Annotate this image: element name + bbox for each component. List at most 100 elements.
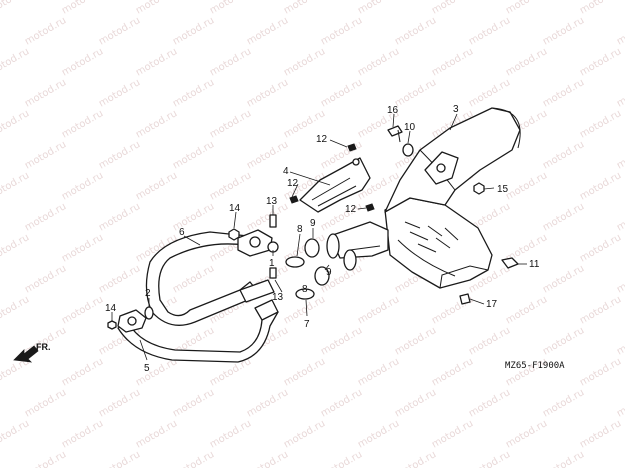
callout-7: 7 bbox=[304, 319, 310, 330]
watermark-text-57: motod.ru bbox=[208, 170, 253, 202]
watermark-text-114: motod.ru bbox=[430, 356, 475, 388]
callout-10: 10 bbox=[404, 122, 416, 133]
leader-lines bbox=[111, 113, 527, 361]
watermark-text-139: motod.ru bbox=[319, 449, 364, 468]
watermark-text-15: motod.ru bbox=[467, 15, 512, 47]
bolt-12-low bbox=[365, 203, 375, 212]
watermark-text-89: motod.ru bbox=[615, 263, 625, 295]
watermark-text-80: motod.ru bbox=[578, 232, 623, 264]
watermark-text-46: motod.ru bbox=[97, 139, 142, 171]
exhaust-pipe-assembly bbox=[117, 229, 279, 363]
watermark-text-134: motod.ru bbox=[578, 418, 623, 450]
watermark-text-53: motod.ru bbox=[615, 139, 625, 171]
watermark-text-138: motod.ru bbox=[245, 449, 290, 468]
watermark-text-116: motod.ru bbox=[578, 356, 623, 388]
watermark-text-88: motod.ru bbox=[541, 263, 586, 295]
watermark-text-70: motod.ru bbox=[541, 201, 586, 233]
callout-3: 3 bbox=[453, 104, 459, 115]
watermark-text-137: motod.ru bbox=[171, 449, 216, 468]
callout-17: 17 bbox=[486, 299, 498, 310]
watermark-text-98: motod.ru bbox=[578, 294, 623, 326]
callout-12-low: 12 bbox=[345, 204, 357, 215]
watermark-text-82: motod.ru bbox=[97, 263, 142, 295]
watermark-text-14: motod.ru bbox=[393, 15, 438, 47]
watermark-text-17: motod.ru bbox=[615, 15, 625, 47]
muffler bbox=[326, 107, 521, 289]
watermark-text-28: motod.ru bbox=[97, 77, 142, 109]
callout-13-upper: 13 bbox=[266, 196, 278, 207]
watermark-text-20: motod.ru bbox=[134, 46, 179, 78]
nut-15 bbox=[473, 182, 485, 195]
callout-6: 6 bbox=[179, 227, 185, 238]
watermark-text-140: motod.ru bbox=[393, 449, 438, 468]
watermark-text-55: motod.ru bbox=[60, 170, 105, 202]
watermark-text-73: motod.ru bbox=[60, 232, 105, 264]
watermark-text-81: motod.ru bbox=[23, 263, 68, 295]
watermark-text-135: motod.ru bbox=[23, 449, 68, 468]
watermark-text-8: motod.ru bbox=[578, 0, 623, 17]
watermark-text-33: motod.ru bbox=[467, 77, 512, 109]
watermark-text-19: motod.ru bbox=[60, 46, 105, 78]
callout-1: 1 bbox=[269, 258, 275, 269]
callout-12-mid: 12 bbox=[287, 178, 299, 189]
watermark-text-29: motod.ru bbox=[171, 77, 216, 109]
watermark-text-7: motod.ru bbox=[504, 0, 549, 17]
watermark-text-110: motod.ru bbox=[134, 356, 179, 388]
watermark-text-103: motod.ru bbox=[319, 325, 364, 357]
watermark-text-120: motod.ru bbox=[245, 387, 290, 419]
watermark-text-113: motod.ru bbox=[356, 356, 401, 388]
front-arrow-icon bbox=[13, 345, 39, 363]
watermark-text-131: motod.ru bbox=[356, 418, 401, 450]
watermark-text-61: motod.ru bbox=[504, 170, 549, 202]
watermark-text-10: motod.ru bbox=[97, 15, 142, 47]
clamp-8-lower bbox=[295, 288, 315, 300]
watermark-text-142: motod.ru bbox=[541, 449, 586, 468]
callout-9-lower: 9 bbox=[326, 267, 332, 278]
watermark-text-32: motod.ru bbox=[393, 77, 438, 109]
callout-15: 15 bbox=[497, 184, 509, 195]
callout-4: 4 bbox=[283, 166, 289, 177]
watermark-text-21: motod.ru bbox=[208, 46, 253, 78]
watermark-text-127: motod.ru bbox=[60, 418, 105, 450]
heat-protector bbox=[299, 157, 371, 213]
watermark-text-30: motod.ru bbox=[245, 77, 290, 109]
watermark-text-47: motod.ru bbox=[171, 139, 216, 171]
bolt-16 bbox=[387, 125, 403, 137]
watermark-text-83: motod.ru bbox=[171, 263, 216, 295]
callout-12-top: 12 bbox=[316, 134, 328, 145]
watermark-text-11: motod.ru bbox=[171, 15, 216, 47]
callout-14-upper: 14 bbox=[229, 203, 241, 214]
watermark-text-106: motod.ru bbox=[541, 325, 586, 357]
watermark-text-35: motod.ru bbox=[615, 77, 625, 109]
watermark-text-31: motod.ru bbox=[319, 77, 364, 109]
watermark-text-122: motod.ru bbox=[393, 387, 438, 419]
watermark-text-0: motod.ru bbox=[0, 0, 31, 17]
gasket-9-upper bbox=[304, 238, 320, 258]
watermark-text-121: motod.ru bbox=[319, 387, 364, 419]
watermark-text-25: motod.ru bbox=[504, 46, 549, 78]
watermark-text-4: motod.ru bbox=[282, 0, 327, 17]
watermark-text-54: motod.ru bbox=[0, 170, 31, 202]
watermark-text-143: motod.ru bbox=[615, 449, 625, 468]
watermark-text-136: motod.ru bbox=[97, 449, 142, 468]
watermark-text-12: motod.ru bbox=[245, 15, 290, 47]
watermark-text-123: motod.ru bbox=[467, 387, 512, 419]
watermark-text-128: motod.ru bbox=[134, 418, 179, 450]
callout-11: 11 bbox=[529, 259, 540, 270]
clamp-8-upper bbox=[285, 256, 305, 268]
watermark-text-23: motod.ru bbox=[356, 46, 401, 78]
watermark-text-38: motod.ru bbox=[134, 108, 179, 140]
watermark-text-130: motod.ru bbox=[282, 418, 327, 450]
callout-16: 16 bbox=[387, 105, 399, 116]
watermark-text-65: motod.ru bbox=[171, 201, 216, 233]
watermark-text-34: motod.ru bbox=[541, 77, 586, 109]
gasket-9-lower bbox=[314, 266, 330, 286]
watermark-text-95: motod.ru bbox=[356, 294, 401, 326]
bolt-13-lower bbox=[269, 267, 277, 279]
nut-14-upper bbox=[228, 228, 240, 241]
watermark-text-45: motod.ru bbox=[23, 139, 68, 171]
watermark-text-64: motod.ru bbox=[97, 201, 142, 233]
watermark-text-117: motod.ru bbox=[23, 387, 68, 419]
